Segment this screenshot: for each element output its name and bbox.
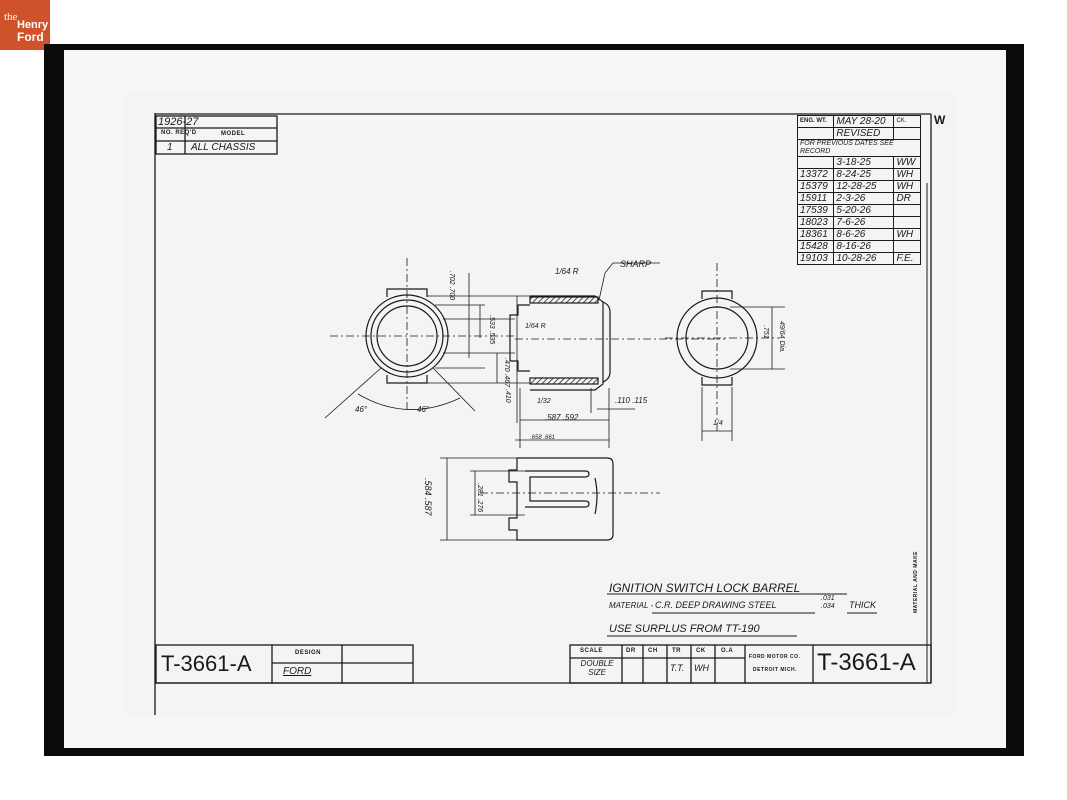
year: 1926-27 <box>158 116 199 128</box>
label-angle-right: 46° <box>417 405 430 414</box>
rev-revised: REVISED <box>833 127 895 140</box>
label-dia-inner: .470 .467 <box>503 358 510 388</box>
oa-label: O.A <box>721 648 734 654</box>
drawing-number-right: T-3661-A <box>817 649 916 676</box>
label-sharp: SHARP <box>620 259 652 269</box>
rev-header-date: MAY 28-20 <box>833 115 895 128</box>
label-dia-low: .410 <box>504 389 511 403</box>
surplus-note: USE SURPLUS FROM TT-190 <box>609 623 760 635</box>
ch-label: CH <box>648 648 658 654</box>
section-view <box>509 262 725 448</box>
material-label: MATERIAL - <box>609 601 654 610</box>
label-bottom-outer: .584 .587 <box>423 478 433 516</box>
logo-the: the <box>4 11 18 23</box>
ck-value: WH <box>694 663 709 673</box>
rev-mark: W <box>934 113 946 127</box>
label-dia-mid: .533 .535 <box>488 315 495 345</box>
label-radius-top: 1/64 R <box>555 267 579 276</box>
left-end-view <box>324 258 515 419</box>
side-note: MATERIAL AND MAKE <box>913 550 919 613</box>
scale-value: DOUBLE SIZE <box>580 659 614 677</box>
label-length-outer: .658 .661 <box>530 435 556 441</box>
ck-label: CK <box>696 648 706 654</box>
thickness-bottom: .034 <box>821 603 835 610</box>
label-angle-left: 46° <box>355 405 368 414</box>
label-end-dia2: 49/64 Dia. <box>778 321 785 353</box>
part-title: IGNITION SWITCH LOCK BARREL <box>609 581 801 595</box>
drawing-sheet: 1926-27 NO. REQ'D MODEL 1 ALL CHASSIS EN… <box>125 93 957 715</box>
design-value: FORD <box>283 666 312 677</box>
label-slot-width: 1/4 <box>713 420 723 427</box>
label-lip: .110 .115 <box>615 396 648 405</box>
scale-label: SCALE <box>580 648 603 654</box>
label-wall: 1/32 <box>537 398 551 405</box>
rev-eng-label: ENG. WT. <box>796 115 835 128</box>
design-label: DESIGN <box>295 650 322 656</box>
material-value: C.R. DEEP DRAWING STEEL <box>655 600 777 610</box>
label-dia-outer: .702 .700 <box>448 271 455 301</box>
drawing-linework <box>154 113 932 715</box>
label-bottom-inner: .281 .276 <box>476 483 483 513</box>
thickness-thick: THICK <box>849 600 876 610</box>
qty-header: NO. REQ'D <box>161 130 197 136</box>
label-radius-inner: 1/64 R <box>525 323 546 330</box>
logo-ford: Ford <box>17 30 44 44</box>
tr-label: TR <box>672 648 681 654</box>
tr-value: T.T. <box>670 663 685 673</box>
rev-ck-label: CK. <box>893 115 921 128</box>
plan-view <box>440 457 660 541</box>
model-value: ALL CHASSIS <box>191 142 256 153</box>
dr-label: DR <box>626 648 636 654</box>
henry-ford-logo: the Henry Ford <box>0 0 50 50</box>
qty-value: 1 <box>167 142 173 153</box>
label-end-dia: .751 <box>762 325 769 339</box>
label-length-inner: .587 .592 <box>545 413 579 422</box>
model-header: MODEL <box>221 131 246 137</box>
company-city: DETROIT MICH. <box>753 667 797 673</box>
right-end-view <box>665 263 785 441</box>
thickness-top: .031 <box>821 595 835 602</box>
revision-table: ENG. WT. MAY 28-20 CK. REVISED FOR PREVI… <box>796 115 921 265</box>
company-name: FORD MOTOR CO. <box>749 654 801 660</box>
rev-note: FOR PREVIOUS DATES SEE RECORD <box>797 139 921 157</box>
logo-henry: Henry <box>17 19 49 31</box>
drawing-number-left: T-3661-A <box>161 651 252 676</box>
